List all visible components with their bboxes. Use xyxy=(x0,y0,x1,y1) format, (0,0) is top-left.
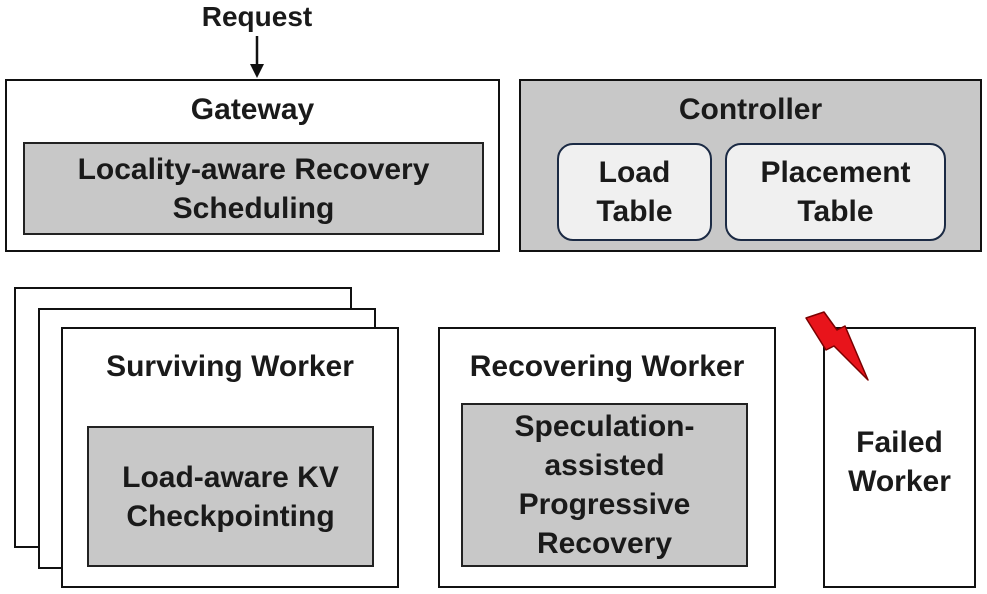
recovering-worker-title: Recovering Worker xyxy=(469,350,745,383)
load-table: Load Table xyxy=(557,143,712,241)
gateway-box: Gateway Locality-aware Recovery Scheduli… xyxy=(5,79,500,252)
surviving-worker-box: Surviving Worker Load-aware KV Checkpoin… xyxy=(61,327,399,588)
progressive-recovery-component: Speculation- assisted Progressive Recove… xyxy=(461,403,748,567)
failed-worker-box: Failed Worker xyxy=(823,327,976,588)
kv-checkpointing-component: Load-aware KV Checkpointing xyxy=(87,426,374,567)
controller-title: Controller xyxy=(678,93,823,126)
recovering-worker-box: Recovering Worker Speculation- assisted … xyxy=(438,327,776,588)
request-arrow xyxy=(250,36,264,78)
recovery-scheduling-component: Locality-aware Recovery Scheduling xyxy=(23,142,484,235)
controller-box: Controller Load Table Placement Table xyxy=(519,79,982,252)
gateway-title: Gateway xyxy=(190,93,315,126)
lightning-bolt-icon xyxy=(805,311,869,381)
placement-table: Placement Table xyxy=(725,143,946,241)
request-label: Request xyxy=(201,1,313,32)
surviving-worker-title: Surviving Worker xyxy=(106,350,354,383)
failed-worker-title: Failed Worker xyxy=(848,426,951,498)
